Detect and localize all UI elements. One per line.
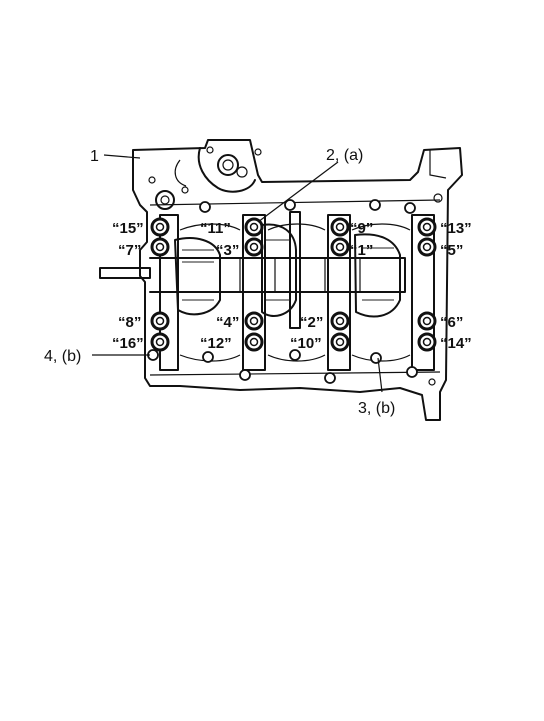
main-bearing-bolt	[417, 237, 437, 257]
perimeter-bolt	[199, 201, 211, 213]
seq-label-8: “8”	[118, 314, 141, 331]
perimeter-bolt	[406, 366, 418, 378]
perimeter-bolt	[289, 349, 301, 361]
seq-label-11: “11”	[200, 220, 231, 237]
main-bearing-bolts	[150, 217, 437, 352]
cylinder-block-outline	[132, 139, 463, 421]
callout-labels: 1 2, (a) 3, (b) 4, (b)	[44, 147, 395, 417]
seq-label-12: “12”	[200, 335, 232, 352]
callout-2: 2, (a)	[326, 147, 363, 164]
seq-label-7: “7”	[118, 242, 141, 259]
main-bearing-bolt	[417, 311, 437, 331]
callout-4: 4, (b)	[44, 348, 81, 365]
bolt-sequence-labels: “15” “7” “11” “3” “9” “1” “13” “5” “8” “…	[112, 220, 472, 352]
main-bearing-bolt	[330, 217, 350, 237]
seq-label-4: “4”	[216, 314, 239, 331]
perimeter-bolt	[324, 372, 336, 384]
callout-1: 1	[90, 148, 99, 165]
perimeter-bolt	[404, 202, 416, 214]
perimeter-bolt	[370, 352, 382, 364]
perimeter-bolt	[239, 369, 251, 381]
main-bearing-bolt	[244, 237, 264, 257]
leader-lines	[92, 154, 383, 393]
perimeter-bolt	[202, 351, 214, 363]
seq-label-1: “1”	[350, 242, 373, 259]
leader-1	[103, 154, 141, 159]
seq-label-13: “13”	[440, 220, 472, 237]
main-bearing-bolt	[150, 311, 170, 331]
seq-label-15: “15”	[112, 220, 144, 237]
seq-label-10: “10”	[290, 335, 322, 352]
crankshaft	[99, 211, 406, 329]
seq-label-9: “9”	[350, 220, 373, 237]
perimeter-bolts	[147, 199, 418, 384]
main-bearing-bolt	[330, 237, 350, 257]
perimeter-bolt	[284, 199, 296, 211]
main-bearing-bolt	[330, 332, 350, 352]
leader-3	[377, 357, 383, 393]
seq-label-16: “16”	[112, 335, 144, 352]
perimeter-bolt	[369, 199, 381, 211]
seq-label-2: “2”	[300, 314, 323, 331]
main-bearing-bolt	[244, 217, 264, 237]
main-bearing-bolt	[150, 217, 170, 237]
main-bearing-bolt	[417, 217, 437, 237]
leader-2	[257, 161, 339, 223]
main-bearing-bolt	[330, 311, 350, 331]
seq-label-14: “14”	[440, 335, 472, 352]
seq-label-5: “5”	[440, 242, 463, 259]
main-bearing-bolt	[417, 332, 437, 352]
seq-label-3: “3”	[216, 242, 239, 259]
main-bearing-bolt	[244, 311, 264, 331]
callout-3: 3, (b)	[358, 400, 395, 417]
bearing-caps	[159, 214, 435, 371]
main-bearing-bolt	[150, 237, 170, 257]
main-bearing-bolt	[150, 332, 170, 352]
main-bearing-bolt	[244, 332, 264, 352]
seq-label-6: “6”	[440, 314, 463, 331]
